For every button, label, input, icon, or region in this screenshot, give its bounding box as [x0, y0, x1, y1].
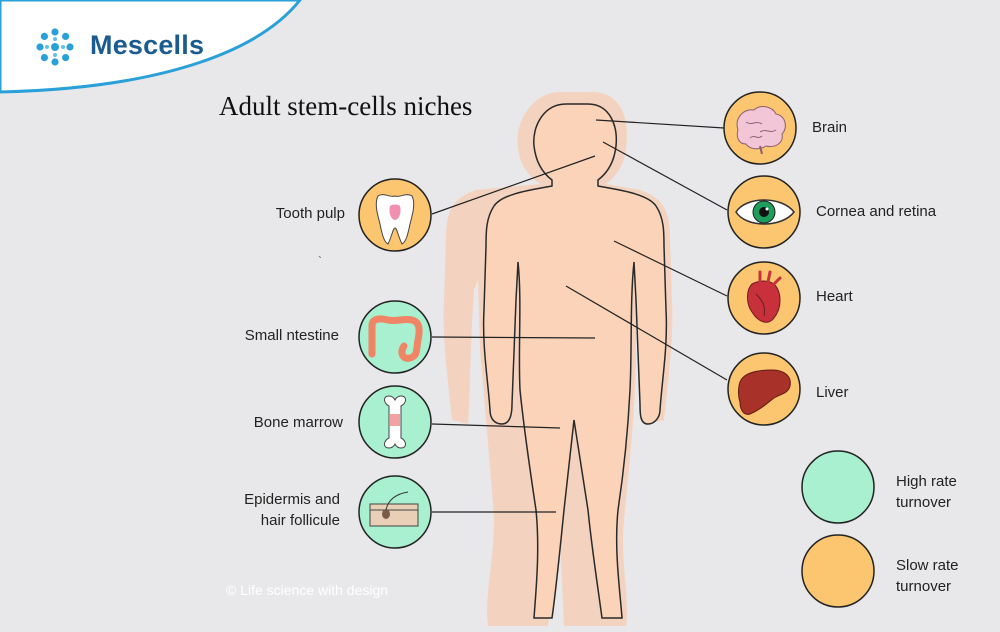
skin-hair-icon — [369, 491, 419, 527]
page-title: Adult stem-cells niches — [219, 91, 473, 121]
niche-brain — [723, 91, 797, 165]
label-small-intestine: Small ntestine — [244, 327, 339, 344]
niche-heart — [727, 261, 801, 335]
bone-icon — [384, 395, 406, 449]
legend-slow-label: Slow rate turnover — [896, 557, 959, 595]
niche-epidermis — [358, 475, 432, 549]
brain-icon — [736, 106, 786, 155]
label-cornea-retina: Cornea and retina — [816, 203, 937, 220]
connector-intestine — [431, 336, 596, 339]
label-bone-marrow: Bone marrow — [253, 414, 343, 431]
connector-eye — [602, 141, 728, 211]
label-brain: Brain — [812, 119, 848, 136]
legend-high-label: High rate turnover — [896, 473, 957, 511]
niche-tooth-pulp — [358, 178, 432, 252]
connector-tooth — [431, 155, 596, 215]
legend-slow-swatch — [801, 534, 875, 608]
intestine-icon — [368, 315, 423, 362]
label-tooth-pulp: Tooth pulp — [275, 205, 345, 222]
label-liver: Liver — [816, 384, 849, 401]
header-swoosh — [0, 0, 302, 94]
connector-brain — [595, 119, 725, 129]
human-body — [443, 92, 673, 626]
connector-bone — [431, 423, 561, 429]
connector-liver — [565, 285, 728, 381]
heart-icon — [747, 270, 782, 323]
tooth-icon — [375, 194, 415, 245]
niche-bone-marrow — [358, 385, 432, 459]
eye-icon — [735, 199, 795, 225]
brand-name: Mescells — [90, 30, 205, 60]
body-shape — [482, 103, 668, 619]
copyright-notice: © Life science with design — [226, 582, 389, 598]
niche-cornea-retina — [727, 175, 801, 249]
stray-mark: ` — [318, 254, 322, 268]
connector-lines — [431, 119, 728, 513]
label-epidermis: Epidermis and hair follicule — [244, 491, 340, 529]
legend-high-swatch — [801, 450, 875, 524]
niche-small-intestine — [358, 300, 432, 374]
liver-icon — [738, 369, 791, 415]
label-heart: Heart — [816, 288, 853, 305]
logo-icon — [36, 28, 74, 66]
connector-heart — [613, 240, 728, 297]
niche-liver — [727, 352, 801, 426]
